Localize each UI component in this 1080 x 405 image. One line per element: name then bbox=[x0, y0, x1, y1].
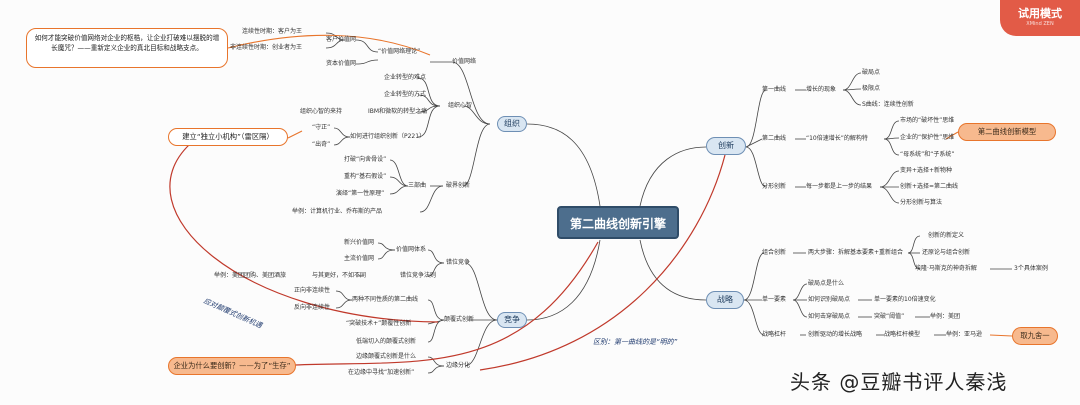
label-combo: 组合创新 bbox=[762, 249, 787, 256]
label-transform-difficulty: 企业转型的难点 bbox=[384, 74, 427, 81]
label-positive-noncont: 正向非连续性 bbox=[294, 287, 331, 294]
label-mind-root: 组织心智的来持 bbox=[300, 108, 343, 115]
link-disrupt bbox=[169, 143, 439, 323]
topic-organization[interactable]: 组织 bbox=[497, 116, 527, 132]
label-threshold: 突破“阈值” bbox=[874, 313, 905, 320]
link-why bbox=[294, 241, 599, 366]
label-ten-times: “10倍速增长”的解构特 bbox=[806, 135, 868, 142]
label-ten-times-change: 单一要素的10倍速变化 bbox=[874, 296, 936, 303]
callout-sun-mode[interactable]: 取九舍一 bbox=[1012, 327, 1058, 345]
link-center-innov bbox=[639, 146, 707, 207]
label-break-2: 重构“基石假设” bbox=[344, 173, 387, 180]
label-noncontinuous-period: 非连续性时期：创业者为王 bbox=[230, 44, 303, 51]
label-identify-breakpoint: 如何识别破局点 bbox=[808, 296, 851, 303]
label-reductionism: 还原论与组合创新 bbox=[922, 249, 971, 256]
trial-mode-title: 试用模式 bbox=[1018, 7, 1062, 20]
label-new-vn: 新兴价值网 bbox=[344, 239, 375, 246]
topic-strategy[interactable]: 战略 bbox=[706, 291, 744, 309]
label-vn-system: 价值网体系 bbox=[396, 246, 427, 253]
label-breakpoint-what: 破局点是什么 bbox=[808, 280, 845, 287]
watermark-text: 头条 @豆瓣书评人秦浅 bbox=[790, 370, 1008, 394]
label-fractal-algo: 分形创新与算法 bbox=[900, 199, 943, 206]
label-main-vn: 主流价值网 bbox=[344, 255, 375, 262]
label-misaligned: 错位竞争 bbox=[446, 259, 471, 266]
label-break-3: 演绎“第一性原理” bbox=[336, 190, 385, 197]
label-vn-theory: “价值网络理论” bbox=[378, 48, 421, 55]
label-first-curve: 第一曲线 bbox=[762, 86, 787, 93]
label-pierce-breakpoint: 如何击穿破局点 bbox=[808, 313, 851, 320]
label-better-different: 与其更好，不如不同 bbox=[312, 272, 367, 279]
label-edge-split: 边缘分化 bbox=[446, 362, 471, 369]
trial-mode-subtitle: XMind ZEN bbox=[1026, 21, 1054, 27]
label-growth-phenomenon: 增长的现象 bbox=[806, 86, 837, 93]
trial-mode-badge[interactable]: 试用模式 XMind ZEN bbox=[1000, 0, 1080, 36]
link-model bbox=[945, 131, 959, 140]
label-innovate-select: 创新+选择=第二曲线 bbox=[900, 183, 959, 190]
label-each-step: 每一步都是上一步的结果 bbox=[806, 183, 873, 190]
central-topic[interactable]: 第二曲线创新引擎 bbox=[557, 206, 679, 239]
label-market-thinking: 市场的“破坏性”思维 bbox=[900, 117, 955, 124]
link-question-vn bbox=[227, 34, 431, 56]
label-second-curve: 第二曲线 bbox=[762, 135, 787, 142]
label-tech-breakthrough: “突破技术+”颠覆性创新 bbox=[346, 320, 412, 327]
label-break-example: 举例：计算机行业、乔布斯的产品 bbox=[292, 208, 383, 215]
callout-question[interactable]: 如何才能突破价值网络对企业的枢梏，让企业打破难以摆脱的增长魔咒？——重新定义企业… bbox=[26, 28, 228, 68]
label-lever: 战略杠杆 bbox=[762, 331, 787, 338]
label-edge-accel: 在边缘中寻找“加速创新” bbox=[348, 369, 415, 376]
label-misaligned-rule: 错位竞争法则 bbox=[400, 272, 437, 279]
label-two-curves: 两种不同性质的第二曲线 bbox=[352, 296, 419, 303]
label-two-steps: 两大步骤：拆解基本要素+重新组合 bbox=[808, 249, 904, 256]
label-growth-strategy: 创新驱动的增长战略 bbox=[808, 331, 863, 338]
note-first-curve: 区别：第一曲线的是“明的” bbox=[593, 338, 678, 346]
label-new-definition: 创新的新定义 bbox=[928, 232, 965, 239]
topic-innovation[interactable]: 创新 bbox=[706, 137, 746, 155]
label-meituan: 举例：美团 bbox=[930, 313, 961, 320]
link-center-comp bbox=[526, 239, 601, 321]
label-shou-zheng: “守正” bbox=[312, 124, 331, 131]
label-chu-qi: “出奇” bbox=[312, 141, 331, 148]
label-breakpoint: 破局点 bbox=[862, 69, 881, 76]
label-protect-thinking: 企业的“保护性”思维 bbox=[900, 134, 955, 141]
link-center-org bbox=[526, 123, 601, 207]
label-break-1: 打破“向舍骨设” bbox=[344, 156, 387, 163]
label-transform-way: 企业转型的方式 bbox=[384, 91, 427, 98]
link-first bbox=[479, 154, 726, 371]
link-center-strat bbox=[639, 239, 707, 301]
label-boundary-break: 破界创新 bbox=[446, 182, 471, 189]
label-negative-noncont: 反向非连续性 bbox=[294, 304, 331, 311]
label-trilogy: 三部曲 bbox=[408, 182, 427, 189]
label-musk: 埃隆·马斯克的神奇拆解 bbox=[915, 265, 977, 272]
label-disruptive: 颠覆式创新 bbox=[444, 316, 475, 323]
link-build-shou bbox=[287, 130, 303, 139]
label-value-network: 价值网络 bbox=[452, 58, 477, 65]
label-fractal: 分形创新 bbox=[762, 183, 787, 190]
label-edge-what: 边缘颠覆式创新是什么 bbox=[356, 353, 417, 360]
label-customer-vn: 客户价值网 bbox=[326, 36, 357, 43]
label-meituan-example: 举例：美团团购、美团酒旅 bbox=[214, 272, 287, 279]
callout-build-small-unit[interactable]: 建立“独立小机构”（雷区隔） bbox=[168, 128, 288, 146]
label-capital-vn: 资本价值网 bbox=[326, 60, 357, 67]
label-lever-model: 战略杠杆模型 bbox=[884, 331, 921, 338]
label-s-curve: S曲线：连续性创新 bbox=[862, 101, 914, 108]
label-single-element: 单一要素 bbox=[762, 296, 787, 303]
label-org-mind: 组织心智 bbox=[448, 102, 473, 109]
link-sun bbox=[989, 334, 1013, 337]
label-continuous-period: 连续性时期：客户为王 bbox=[242, 28, 303, 35]
label-org-innovation: 如何进行组织创新（P221） bbox=[350, 133, 426, 140]
topic-competition[interactable]: 竞争 bbox=[497, 312, 527, 328]
callout-second-curve-model[interactable]: 第二曲线创新模型 bbox=[958, 123, 1056, 141]
label-three-cases: 3个具体案例 bbox=[1014, 265, 1048, 272]
label-mother-child: “母系统”和“子系统” bbox=[900, 151, 955, 158]
label-amazon: 举例：亚马逊 bbox=[946, 331, 983, 338]
label-ibm-ms: IBM和微软的转型之痛 bbox=[368, 108, 428, 115]
callout-why-innovate[interactable]: 企业为什么要创新？——为了“生存” bbox=[168, 357, 296, 375]
label-low-end: 低端切入的颠覆式创新 bbox=[356, 338, 417, 345]
label-limit-point: 极限点 bbox=[862, 85, 881, 92]
label-variation: 变异+选择+新物种 bbox=[900, 167, 953, 174]
